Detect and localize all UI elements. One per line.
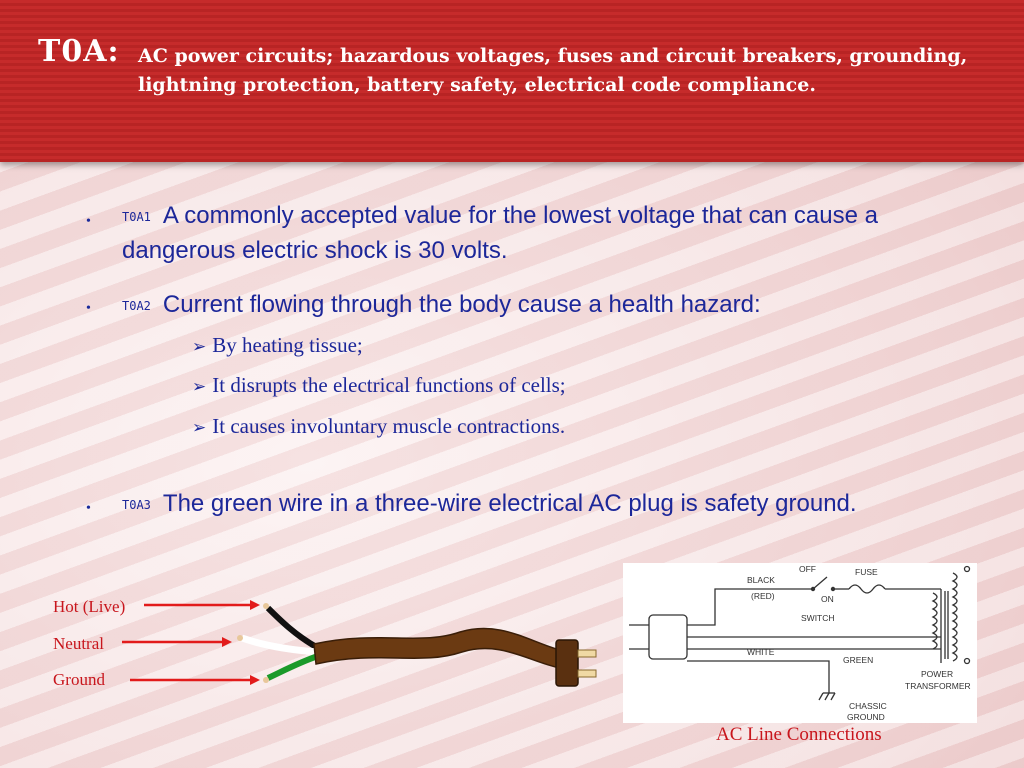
- question-text: The green wire in a three-wire electrica…: [162, 490, 857, 517]
- question-text: Current flowing through the body cause a…: [162, 291, 761, 318]
- label-arrows: [122, 600, 260, 685]
- chassis-ground-symbol: [830, 692, 836, 701]
- ground-wire-tip: [263, 677, 269, 683]
- label-fuse: FUSE: [855, 567, 878, 577]
- hot-wire-label: Hot (Live): [53, 597, 126, 616]
- sub-point: ➢By heating tissue;: [192, 333, 363, 357]
- question-t0a3: T0A3 The green wire in a three-wire elect…: [122, 487, 972, 522]
- white-wire: [240, 634, 319, 656]
- ground-arrow-head-icon: [250, 675, 260, 685]
- label-on: ON: [821, 594, 834, 604]
- black-line: [687, 588, 813, 626]
- secondary-terminal: [963, 565, 971, 573]
- ground-wire-label: Ground: [53, 670, 105, 689]
- sub-point: ➢It causes involuntary muscle contractio…: [192, 414, 566, 438]
- question-t0a2: T0A2 Current flowing through the body cau…: [122, 288, 972, 323]
- question-id: T0A1: [122, 210, 151, 224]
- schematic-drawing: BLACK (RED) OFF ON FUSE SWITCH WHITE GRE…: [629, 564, 971, 722]
- hot-arrow-head-icon: [250, 600, 260, 610]
- label-switch: SWITCH: [801, 613, 835, 623]
- question-text: A commonly accepted value for the lowest…: [122, 202, 878, 264]
- power-cord-illustration: [122, 600, 597, 687]
- plug-prong: [577, 649, 597, 658]
- question-id: T0A3: [122, 498, 151, 512]
- neutral-wire-tip: [237, 635, 243, 641]
- diagram-caption: AC Line Connections: [716, 724, 882, 745]
- plug-prong: [577, 669, 597, 678]
- label-transformer: TRANSFORMER: [905, 681, 971, 691]
- switch-contact: [810, 586, 816, 592]
- arrow-bullet-icon: ➢: [192, 377, 207, 396]
- fuse-symbol: [848, 584, 886, 594]
- slide-title: AC power circuits; hazardous voltages, f…: [138, 45, 968, 96]
- black-wire: [265, 605, 320, 651]
- label-green: GREEN: [843, 655, 873, 665]
- label-red: (RED): [751, 591, 775, 601]
- bullet-marker: •: [86, 501, 91, 516]
- green-line: [687, 660, 830, 693]
- neutral-wire-label: Neutral: [53, 634, 104, 653]
- label-ground: GROUND: [847, 712, 885, 722]
- sub-point: ➢It disrupts the electrical functions of…: [192, 373, 566, 397]
- slide-header: T0A: AC power circuits; hazardous voltag…: [0, 0, 1024, 162]
- switch-lever: [812, 576, 828, 590]
- bullet-marker: •: [86, 301, 91, 316]
- schematic-plug: [648, 614, 688, 660]
- arrow-bullet-icon: ➢: [192, 337, 207, 356]
- secondary-winding: [951, 572, 958, 662]
- section-code: T0A:: [38, 34, 120, 69]
- label-black: BLACK: [747, 575, 775, 585]
- label-chassic: CHASSIC: [849, 701, 887, 711]
- power-cord: [313, 627, 561, 669]
- primary-winding: [931, 592, 938, 650]
- bullet-marker: •: [86, 214, 91, 229]
- label-white: WHITE: [747, 647, 775, 657]
- chassis-ground-symbol: [818, 692, 824, 701]
- plug-body: [555, 639, 579, 687]
- question-id: T0A2: [122, 299, 151, 313]
- chassis-ground-symbol: [824, 692, 830, 701]
- ac-line-schematic: BLACK (RED) OFF ON FUSE SWITCH WHITE GRE…: [623, 563, 977, 723]
- label-off: OFF: [799, 564, 816, 574]
- arrow-bullet-icon: ➢: [192, 418, 207, 437]
- neutral-arrow-head-icon: [222, 637, 232, 647]
- switch-contact: [830, 586, 836, 592]
- label-power: POWER: [921, 669, 953, 679]
- green-wire: [266, 653, 319, 681]
- secondary-terminal: [963, 657, 971, 665]
- hot-wire-tip: [263, 603, 269, 609]
